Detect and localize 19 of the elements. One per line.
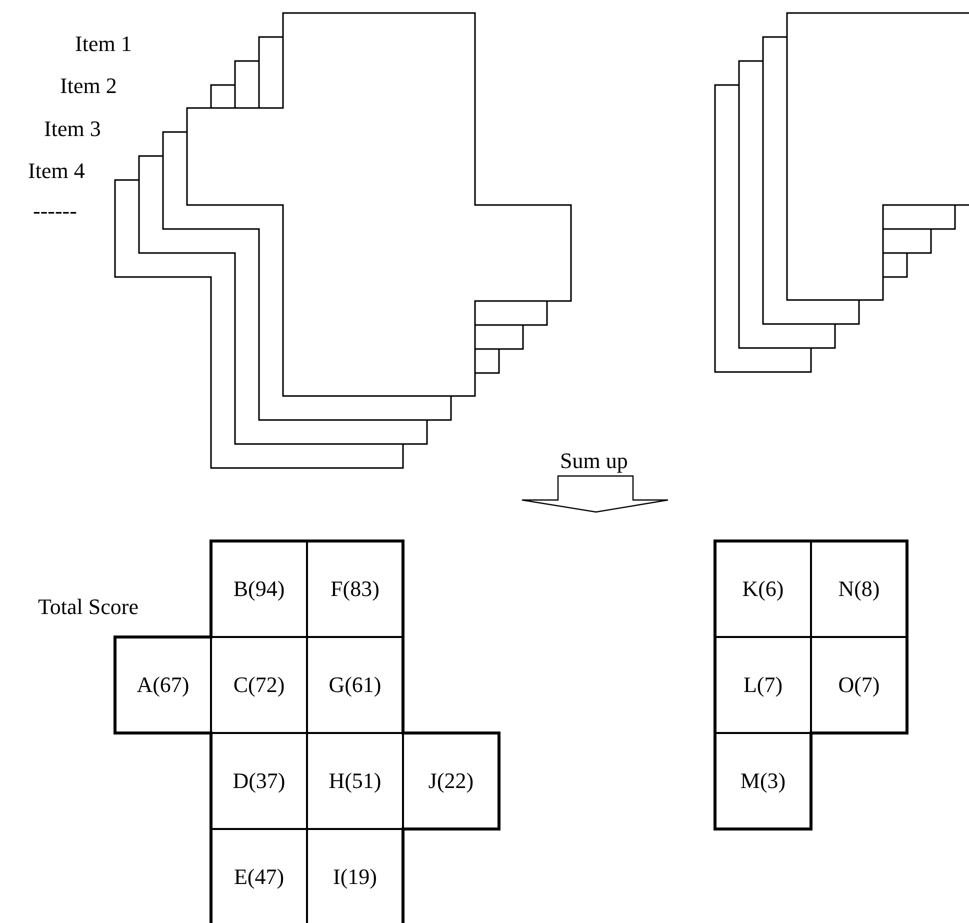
score-cell: F(83) <box>307 541 403 637</box>
score-cell: C(72) <box>211 637 307 733</box>
score-cell: H(51) <box>307 733 403 829</box>
text-label: Item 2 <box>60 75 117 97</box>
score-cell: O(7) <box>811 637 907 733</box>
score-cell: G(61) <box>307 637 403 733</box>
text-label: Sum up <box>560 450 628 472</box>
score-cell: E(47) <box>211 829 307 923</box>
score-cell: D(37) <box>211 733 307 829</box>
score-cell: K(6) <box>715 541 811 637</box>
text-label: ------ <box>33 200 77 222</box>
score-cell: I(19) <box>307 829 403 923</box>
score-cell: N(8) <box>811 541 907 637</box>
text-label: Item 3 <box>44 118 101 140</box>
text-label: Item 1 <box>75 33 132 55</box>
score-cell: B(94) <box>211 541 307 637</box>
text-label: Item 4 <box>28 160 85 182</box>
text-label: Total Score <box>38 596 138 618</box>
score-cell: L(7) <box>715 637 811 733</box>
